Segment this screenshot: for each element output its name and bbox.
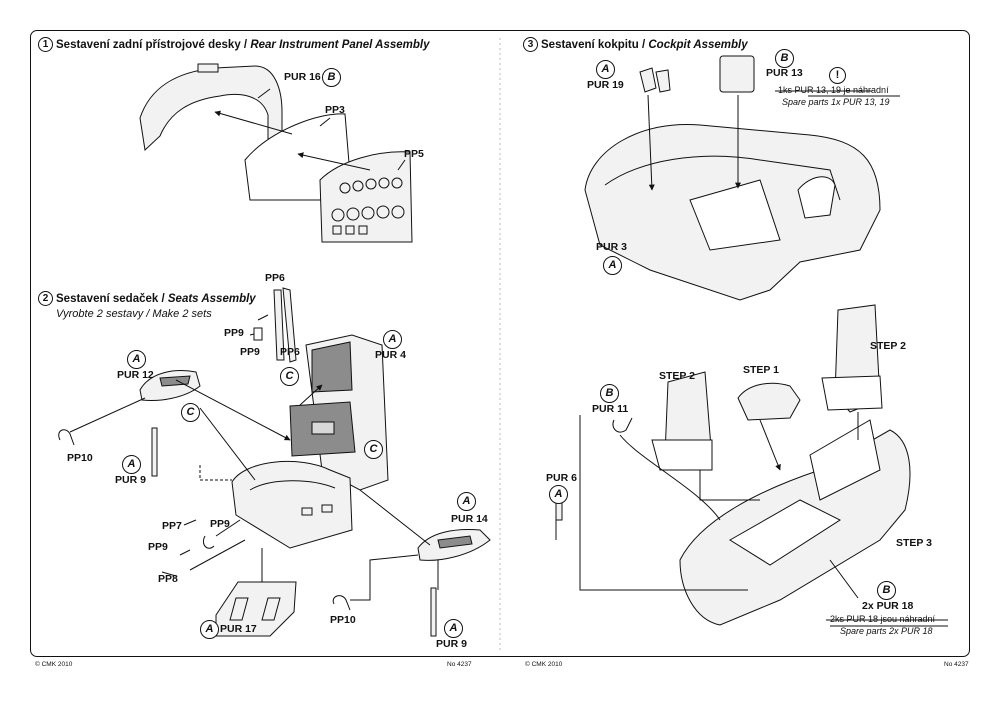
- pp10-hook-left: [58, 429, 75, 446]
- footer-copyright-right: © CMK 2010: [525, 661, 563, 668]
- badge-pur11: B: [600, 384, 619, 403]
- section-1-number: 1: [38, 37, 53, 52]
- label-pur9-left: PUR 9: [115, 474, 146, 486]
- label-pur6: PUR 6: [546, 472, 577, 484]
- badge-pur6: A: [549, 485, 568, 504]
- label-pur3: PUR 3: [596, 241, 627, 253]
- badge-c-cushion: C: [364, 440, 383, 459]
- pur9-rod-right: [430, 587, 437, 637]
- badge-pur19: A: [596, 60, 615, 79]
- section-1-title-cz: Sestavení zadní přístrojové desky /: [56, 39, 251, 51]
- seat-drawing: [58, 287, 491, 637]
- badge-pur12: A: [127, 350, 146, 369]
- footer-copyright-left: © CMK 2010: [35, 661, 73, 668]
- warning-icon: !: [829, 67, 846, 84]
- label-pur4: PUR 4: [375, 349, 406, 361]
- label-pur14: PUR 14: [451, 513, 488, 525]
- pur19-part: [639, 67, 671, 93]
- label-step2-left: STEP 2: [659, 370, 695, 382]
- footer-number-left: No 4237: [447, 661, 472, 668]
- label-pp10-left: PP10: [67, 452, 93, 464]
- section-3-title-en: Cockpit Assembly: [648, 39, 748, 51]
- instruction-sheet-frame: [30, 30, 970, 657]
- section-2-title-en: Seats Assembly: [167, 293, 256, 305]
- label-pp9-a: PP9: [224, 327, 244, 339]
- badge-pur16: B: [322, 68, 341, 87]
- label-pp7: PP7: [162, 520, 182, 532]
- label-pur18: 2x PUR 18: [862, 600, 914, 612]
- badge-c-headrest: C: [280, 367, 299, 386]
- label-pp8: PP8: [158, 573, 178, 585]
- note-spare-18-cz: 2ks PUR 18 jsou náhradní: [830, 614, 936, 624]
- section-2-number: 2: [38, 291, 53, 306]
- label-pp9-b: PP9: [240, 346, 260, 358]
- label-pp9-d: PP9: [148, 541, 168, 553]
- seats-note: Vyrobte 2 sestavy / Make 2 sets: [56, 308, 212, 320]
- label-pp5: PP5: [404, 148, 424, 160]
- label-pp6-top: PP6: [265, 272, 285, 284]
- label-pur9-right: PUR 9: [436, 638, 467, 650]
- pp7-pp8-parts: [161, 519, 197, 577]
- badge-pur9-left: A: [122, 455, 141, 474]
- section-3-number: 3: [523, 37, 538, 52]
- step1-cushion: [737, 382, 801, 421]
- pur9-rod-left: [151, 427, 158, 477]
- badge-pur13: B: [775, 49, 794, 68]
- label-pp3: PP3: [325, 104, 345, 116]
- badge-pur14: A: [457, 492, 476, 511]
- badge-pur18: B: [877, 581, 896, 600]
- rear-panel-drawing: [139, 63, 413, 243]
- label-pur16: PUR 16: [284, 71, 321, 83]
- pp6-harness: [273, 287, 297, 363]
- label-pp9-c: PP9: [210, 518, 230, 530]
- note-spare-13-19-cz: 1ks PUR 13, 19 je náhradní: [778, 85, 889, 95]
- section-1-title-en: Rear Instrument Panel Assembly: [250, 39, 430, 51]
- label-pur13: PUR 13: [766, 67, 803, 79]
- pp10-hook-right: [332, 595, 351, 611]
- label-pur19: PUR 19: [587, 79, 624, 91]
- pp5-panel: [319, 151, 413, 243]
- label-pur17: PUR 17: [220, 623, 257, 635]
- note-spare-18-en: Spare parts 2x PUR 18: [840, 626, 933, 636]
- pur13-part: [719, 55, 755, 93]
- label-pp6-bottom: PP6: [280, 346, 300, 358]
- badge-c-armrest: C: [181, 403, 200, 422]
- pur11-part: [612, 417, 633, 433]
- badge-pur9-right: A: [444, 619, 463, 638]
- badge-pur4: A: [383, 330, 402, 349]
- pp5-dials: [331, 177, 405, 235]
- section-3-title-cz: Sestavení kokpitu /: [541, 39, 649, 51]
- headrest-pad: [311, 341, 353, 393]
- footer-number-right: No 4237: [944, 661, 969, 668]
- label-pp10-right: PP10: [330, 614, 356, 626]
- badge-pur3: A: [603, 256, 622, 275]
- section-2-title-cz: Sestavení sedaček /: [56, 293, 168, 305]
- cockpit-drawing: [555, 55, 948, 627]
- badge-pur17: A: [200, 620, 219, 639]
- label-step2-right: STEP 2: [870, 340, 906, 352]
- note-spare-13-19-en: Spare parts 1x PUR 13, 19: [782, 97, 890, 107]
- label-pur11: PUR 11: [592, 403, 629, 415]
- label-pur12: PUR 12: [117, 369, 154, 381]
- seat-pan: [231, 460, 353, 549]
- label-step3: STEP 3: [896, 537, 932, 549]
- label-step1: STEP 1: [743, 364, 779, 376]
